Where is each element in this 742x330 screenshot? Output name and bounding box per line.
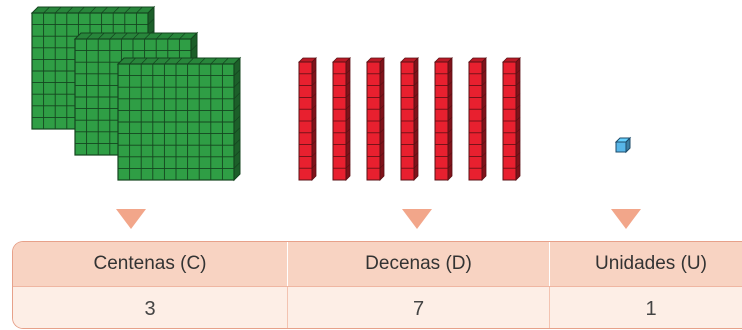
down-arrow-icon xyxy=(611,209,641,229)
down-arrow-icon xyxy=(116,209,146,229)
header-unidades: Unidades (U) xyxy=(595,253,707,274)
table-value-row: 3 7 1 xyxy=(13,286,742,328)
base-ten-blocks-illustration xyxy=(30,5,641,229)
place-value-table: Centenas (C) Decenas (D) Unidades (U) 3 … xyxy=(12,241,742,329)
value-centenas: 3 xyxy=(13,287,288,328)
ten-rod-block xyxy=(298,57,317,181)
unit-cube-block xyxy=(614,136,632,154)
value-decenas: 7 xyxy=(288,287,550,328)
ten-rod-block xyxy=(366,57,385,181)
ten-rod-block xyxy=(434,57,453,181)
header-centenas: Centenas (C) xyxy=(13,242,288,286)
hundred-flat-block xyxy=(116,56,242,182)
ten-rod-block xyxy=(468,57,487,181)
value-unidades: 1 xyxy=(645,297,657,320)
ten-rod-block xyxy=(400,57,419,181)
header-decenas: Decenas (D) xyxy=(288,242,550,286)
down-arrow-icon xyxy=(402,209,432,229)
ten-rod-block xyxy=(332,57,351,181)
ten-rod-block xyxy=(502,57,521,181)
table-header-row: Centenas (C) Decenas (D) Unidades (U) xyxy=(13,242,742,286)
